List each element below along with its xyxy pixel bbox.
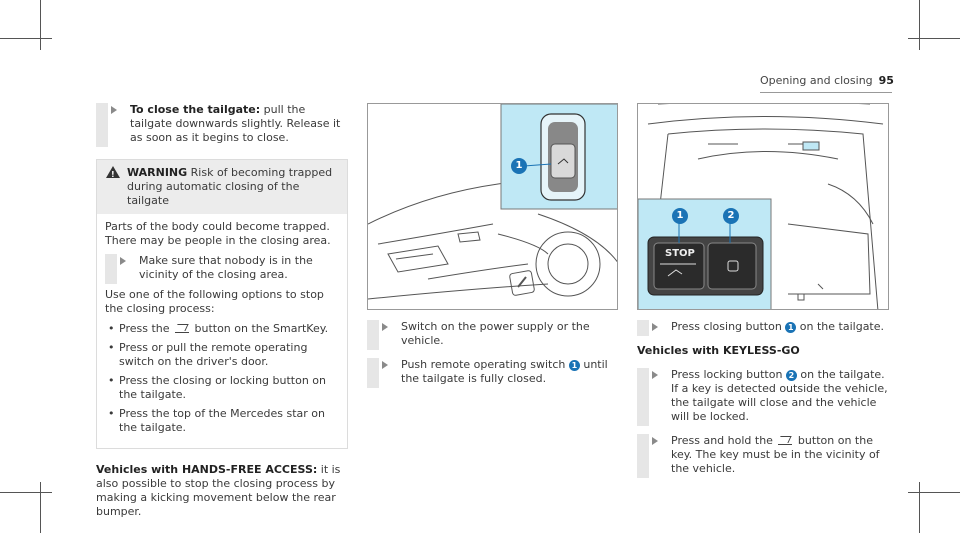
note-text: it is also possible to stop the closing … (96, 463, 341, 518)
step-press-locking: Press locking button 2 on the tailgate. … (637, 368, 889, 426)
warning-icon (106, 166, 120, 182)
left-column: To close the tailgate: pull the tailgate… (96, 103, 348, 519)
list-item: Press or pull the remote operating switc… (105, 341, 339, 369)
keyless-heading: Vehicles with KEYLESS-GO (637, 344, 889, 358)
step-arrow-icon (120, 257, 126, 265)
step-arrow-icon (111, 106, 117, 114)
crop-mark (0, 38, 52, 39)
door-switch-drawing (368, 104, 617, 300)
step-bar (637, 434, 649, 478)
crop-mark (908, 492, 960, 493)
warning-step: Make sure that nobody is in the vicinity… (105, 254, 339, 284)
list-item: Press the closing or locking button on t… (105, 374, 339, 402)
step-text: Make sure that nobody is in the vicinity… (139, 254, 313, 281)
list-item: Press the button on the SmartKey. (105, 322, 339, 336)
warning-text: Parts of the body could become trapped. … (105, 220, 331, 247)
step-bar (637, 320, 649, 336)
note-title: Vehicles with HANDS-FREE ACCESS: (96, 463, 318, 476)
middle-column: Switch on the power supply or the vehicl… (367, 320, 617, 396)
step-bar (637, 368, 649, 426)
step-text-part: Press closing button (671, 320, 786, 333)
step-text-part: Press locking button (671, 368, 786, 381)
step-text: Switch on the power supply or the vehicl… (401, 320, 590, 347)
page-number: 95 (878, 74, 894, 87)
step-text-part: on the tailgate. If a key is detected ou… (671, 368, 888, 423)
list-item: Press the top of the Mercedes star on th… (105, 407, 339, 435)
warning-header: WARNING Risk of becoming trapped during … (97, 160, 347, 214)
list-text: Press the (119, 322, 173, 335)
step-bar (367, 320, 379, 350)
crop-mark (40, 0, 41, 50)
stop-options-list: Press the button on the SmartKey. Press … (105, 322, 339, 435)
warning-box: WARNING Risk of becoming trapped during … (96, 159, 348, 449)
header-rule (760, 92, 892, 93)
step-bar (96, 103, 108, 147)
callout-1: 1 (568, 360, 580, 371)
step-text-part: on the tailgate. (796, 320, 885, 333)
crop-mark (919, 482, 920, 533)
callout-1: 1 (785, 322, 797, 333)
step-push-switch: Push remote operating switch 1 until the… (367, 358, 617, 388)
step-text: Press locking button 2 on the tailgate. … (659, 368, 889, 424)
section-heading: Vehicles with KEYLESS-GO (637, 344, 800, 357)
crop-mark (0, 492, 52, 493)
step-close-tailgate: To close the tailgate: pull the tailgate… (96, 103, 348, 147)
step-bar (367, 358, 379, 388)
step-text-part: Push remote operating switch (401, 358, 569, 371)
step-arrow-icon (382, 361, 388, 369)
step-power-on: Switch on the power supply or the vehicl… (367, 320, 617, 350)
warning-title: Risk of becoming trapped during automati… (127, 166, 333, 207)
step-arrow-icon (652, 371, 658, 379)
step-text: Push remote operating switch 1 until the… (389, 358, 617, 386)
callout-2: 2 (785, 370, 797, 381)
step-press-key: Press and hold the button on the key. Th… (637, 434, 889, 478)
step-text: To close the tailgate: pull the tailgate… (118, 103, 348, 145)
step-bar (105, 254, 117, 284)
tailgate-icon (778, 435, 793, 445)
tailgate-drawing (638, 104, 884, 309)
step-text: Press and hold the button on the key. Th… (659, 434, 889, 476)
warning-label: WARNING (127, 166, 188, 179)
crop-mark (40, 482, 41, 533)
warning-text: Use one of the following options to stop… (105, 288, 324, 315)
crop-mark (908, 38, 960, 39)
step-text-part: button on the key. The key must be in th… (671, 434, 880, 475)
step-title: To close the tailgate: (130, 103, 261, 116)
callout-1: 1 (672, 208, 688, 224)
section-title: Opening and closing (760, 74, 873, 87)
step-arrow-icon (652, 437, 658, 445)
page-header: Opening and closing 95 (760, 74, 894, 87)
step-press-closing: Press closing button 1 on the tailgate. (637, 320, 889, 336)
crop-mark (919, 0, 920, 50)
tailgate-buttons-illustration: STOP 1 2 (637, 103, 889, 310)
callout-2: 2 (723, 208, 739, 224)
list-text: button on the SmartKey. (191, 322, 329, 335)
step-arrow-icon (382, 323, 388, 331)
door-switch-illustration: 1 (367, 103, 618, 310)
step-text: Press closing button 1 on the tailgate. (659, 320, 889, 334)
stop-label: STOP (665, 248, 695, 259)
hands-free-note: Vehicles with HANDS-FREE ACCESS: it is a… (96, 463, 348, 519)
step-body: pull the tailgate downwards slightly. Re… (130, 103, 341, 144)
step-arrow-icon (652, 323, 658, 331)
step-text-part: until the tailgate is fully closed. (401, 358, 608, 385)
right-column: Press closing button 1 on the tailgate. … (637, 320, 889, 486)
callout-1: 1 (511, 158, 527, 174)
warning-body: Parts of the body could become trapped. … (97, 214, 347, 448)
step-text-part: Press and hold the (671, 434, 777, 447)
tailgate-icon (175, 323, 189, 333)
